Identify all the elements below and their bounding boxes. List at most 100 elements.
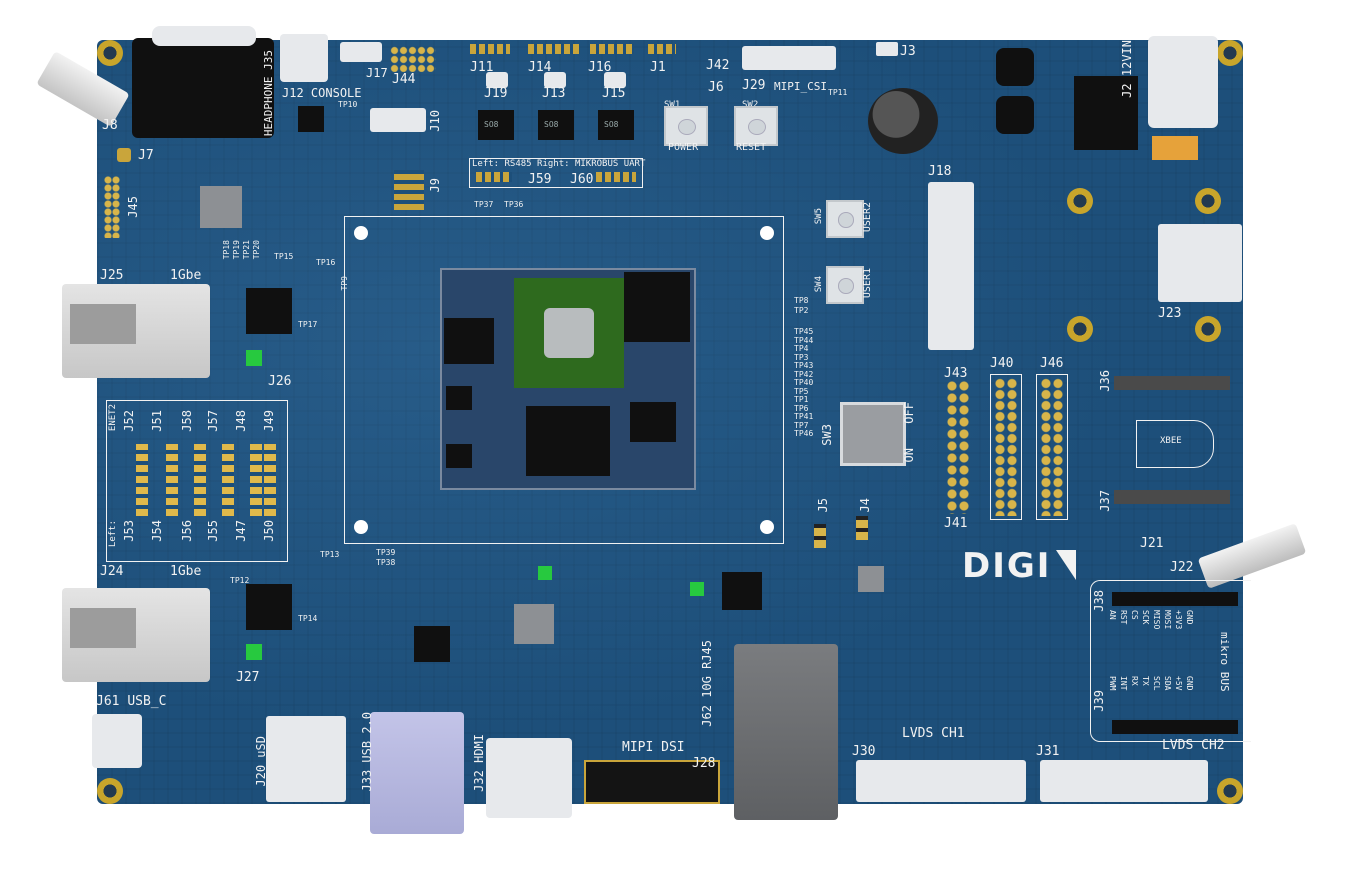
tp-40: TP40	[794, 378, 814, 387]
tp-4: TP4	[794, 344, 809, 353]
label-j20-name: uSD	[254, 736, 268, 758]
usb-c-port-j61[interactable]	[92, 714, 142, 768]
rj45-port-j62[interactable]	[734, 644, 838, 820]
headphone-jack-top	[152, 26, 256, 46]
label-j55: J55	[206, 520, 220, 542]
xbee-outline	[1136, 420, 1214, 468]
header-j16	[590, 44, 634, 54]
label-j49: J49	[262, 410, 276, 432]
mb-pin-pwm: PWM	[1108, 676, 1117, 691]
label-j10: J10	[428, 110, 442, 132]
jumper-j19	[486, 72, 508, 88]
mb-pin-scl: SCL	[1152, 676, 1161, 691]
mipi-dsi-connector-j28	[584, 760, 720, 804]
enet-select-box	[106, 400, 288, 562]
label-j22: J22	[1170, 560, 1194, 575]
mb-pin-gnd2: GND	[1185, 676, 1194, 691]
som-mounting-hole	[760, 226, 774, 240]
header-j43	[946, 380, 970, 514]
tp-1: TP1	[794, 395, 809, 404]
label-j12: J12 CONSOLE	[282, 86, 362, 100]
codec-chip	[200, 186, 242, 228]
label-j33-name: USB 2.0	[360, 712, 374, 763]
header-j9	[394, 170, 424, 210]
label-tp-group-2: TP19	[232, 240, 241, 259]
som-memory-1	[624, 272, 690, 342]
header-j46	[1040, 378, 1064, 516]
label-j13: J13	[542, 86, 566, 101]
label-tp-group-4: TP20	[252, 240, 261, 259]
mikrobus-header-j39	[1112, 720, 1238, 734]
jumper-j18	[544, 72, 566, 88]
tp-3: TP3	[794, 352, 809, 362]
label-tp12: TP12	[230, 576, 250, 585]
label-j50: J50	[262, 520, 276, 542]
mounting-hole	[1067, 188, 1093, 214]
label-j44: J44	[392, 72, 416, 87]
label-j61: J61 USB_C	[96, 694, 166, 709]
header-j11	[470, 44, 510, 54]
label-j56: J56	[180, 520, 194, 542]
chip-bottom-1	[514, 604, 554, 644]
label-mikrobus: mikro BUS	[1218, 632, 1231, 692]
label-sw1: SW1	[664, 100, 681, 110]
ethernet-jack-j25-port	[70, 304, 136, 344]
mounting-hole	[1195, 316, 1221, 342]
label-tp38: TP38	[376, 558, 396, 567]
jumper-j15	[604, 72, 626, 88]
label-j57: J57	[206, 410, 220, 432]
som-mounting-hole	[760, 520, 774, 534]
tp-7: TP7	[794, 420, 809, 430]
user1-button-sw4[interactable]	[826, 266, 864, 304]
jumper-col-6	[264, 444, 276, 516]
label-j32-name: HDMI	[472, 734, 486, 763]
label-j36: J36	[1098, 370, 1112, 392]
label-j62-ref: J62	[700, 705, 714, 727]
mikrobus-pins-top: AN RST CS SCK MISO MOSI +3V3 GND	[1108, 610, 1194, 629]
electrolytic-capacitor	[868, 88, 938, 154]
label-tp15: TP15	[274, 252, 294, 261]
dip-switch-sw3[interactable]	[840, 402, 906, 466]
uart-select-box	[469, 158, 643, 188]
user2-button-sw5[interactable]	[826, 200, 864, 238]
lvds-ch2-connector-j31	[1040, 760, 1208, 802]
power-button-sw1[interactable]	[664, 106, 708, 146]
label-sw4: SW4	[814, 276, 824, 293]
usb-a-port-j33[interactable]	[370, 712, 464, 834]
label-power: POWER	[668, 142, 699, 153]
power-module	[1074, 76, 1138, 150]
headphone-jack-j35	[132, 38, 274, 138]
label-j26: J26	[268, 374, 292, 389]
label-j53: J53	[122, 520, 136, 542]
mounting-hole	[1217, 40, 1243, 66]
label-sw3-off: OFF	[902, 402, 916, 424]
label-j61-ref: J61	[96, 694, 120, 709]
mb-pin-sda: SDA	[1163, 676, 1172, 691]
hdmi-port-j32[interactable]	[486, 738, 572, 818]
mipi-csi-connector-j29	[742, 46, 836, 70]
label-j11: J11	[470, 60, 494, 75]
mb-pin-rst: RST	[1119, 610, 1128, 625]
label-j5: J5	[816, 498, 830, 513]
label-sw3: SW3	[820, 424, 834, 446]
label-j8: J8	[102, 118, 118, 133]
label-j4: J4	[858, 498, 872, 513]
label-j35-name: HEADPHONE	[262, 76, 275, 137]
mounting-hole	[1067, 316, 1093, 342]
label-j52: J52	[122, 410, 136, 432]
label-j30: J30	[852, 744, 876, 759]
header-j40-outline	[990, 374, 1022, 520]
label-left: Left:	[108, 520, 118, 548]
label-j47: J47	[234, 520, 248, 542]
gold-pad-j7	[117, 148, 131, 162]
label-j59: J59	[528, 172, 552, 187]
mb-pin-mosi: MOSI	[1163, 610, 1172, 630]
microsd-slot-j20[interactable]	[266, 716, 346, 802]
inductor-2	[996, 96, 1034, 134]
label-j42: J42	[706, 58, 730, 73]
inductor-1	[996, 48, 1034, 86]
reset-button-sw2[interactable]	[734, 106, 778, 146]
mb-pin-cs: CS	[1130, 610, 1139, 620]
mikrobus-outline	[1090, 580, 1251, 742]
label-tp2: TP2	[794, 306, 809, 315]
